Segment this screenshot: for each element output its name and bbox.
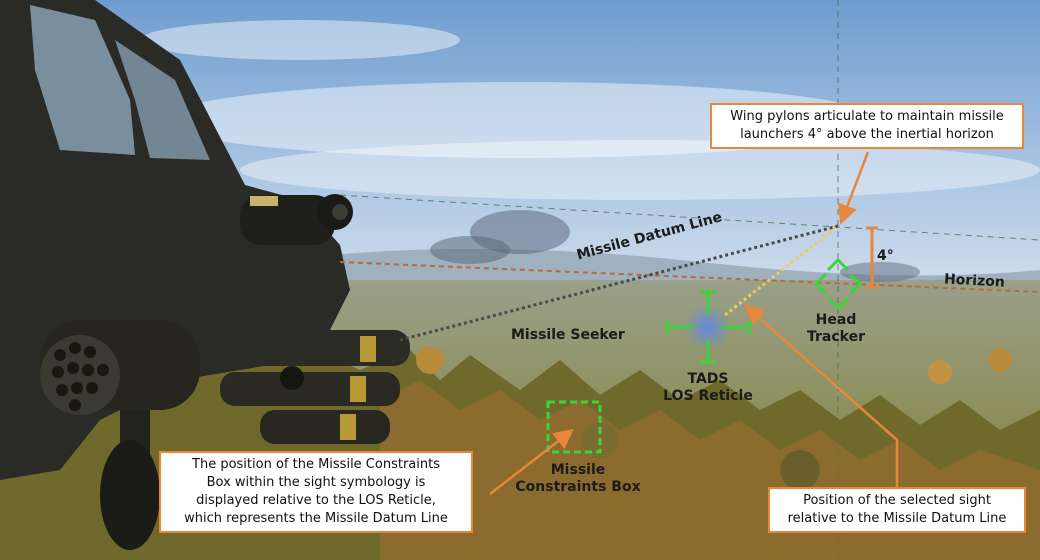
callout-selected-sight: Position of the selected sight relative … xyxy=(768,487,1026,533)
horizon-label: Horizon xyxy=(943,271,1006,291)
callout-constraints-line3: displayed relative to the LOS Reticle, xyxy=(196,493,436,508)
cloud xyxy=(140,20,460,60)
callout-constraints-line1: The position of the Missile Constraints xyxy=(192,457,440,472)
helicopter-canopy xyxy=(30,5,135,155)
callout-arrow-constraints xyxy=(489,428,574,495)
stripe xyxy=(250,196,278,206)
tree xyxy=(928,360,952,384)
tree xyxy=(416,346,444,374)
missile-constraints-box-label: Missile Constraints Box xyxy=(510,462,646,496)
callout-arrow-wing-pylons xyxy=(838,151,870,225)
upper-reference-line xyxy=(339,194,1040,241)
tads-label-line1: TADS xyxy=(687,371,729,387)
callout-wing-pylons-line2: launchers 4° above the inertial horizon xyxy=(740,127,994,142)
head-tracker-symbol xyxy=(813,257,863,311)
callout-wing-pylons-line1: Wing pylons articulate to maintain missi… xyxy=(730,109,1004,124)
callout-constraints-line2: Box within the sight symbology is xyxy=(206,475,426,490)
head-tracker-label-line2: Tracker xyxy=(807,329,865,345)
rocket-tubes xyxy=(52,342,109,411)
constraints-label-line2: Constraints Box xyxy=(515,479,641,495)
cloud xyxy=(240,140,1040,200)
four-degree-label: 4° xyxy=(877,248,894,264)
constraints-label-line1: Missile xyxy=(550,462,606,478)
cloud xyxy=(160,82,880,158)
callout-constraints-box: The position of the Missile Constraints … xyxy=(159,451,473,533)
tads-los-reticle xyxy=(665,290,751,364)
callout-constraints-line4: which represents the Missile Datum Line xyxy=(184,511,448,526)
callout-wing-pylons: Wing pylons articulate to maintain missi… xyxy=(710,103,1024,149)
tads-los-reticle-label: TADS LOS Reticle xyxy=(655,371,761,405)
head-tracker-label-line1: Head xyxy=(815,312,857,328)
helicopter-chin xyxy=(240,195,335,245)
helicopter-canopy xyxy=(115,40,210,160)
landing-wheel xyxy=(100,440,160,550)
missile-constraints-box xyxy=(546,400,602,454)
tads-label-line2: LOS Reticle xyxy=(663,388,753,404)
hellfire-missiles xyxy=(200,330,410,444)
callout-sight-line1: Position of the selected sight xyxy=(803,493,991,508)
smoke-plume xyxy=(840,262,920,282)
callout-sight-line2: relative to the Missile Datum Line xyxy=(787,511,1007,526)
head-tracker-label: Head Tracker xyxy=(804,312,868,346)
tree xyxy=(780,450,820,490)
missile-seeker-label: Missile Seeker xyxy=(511,327,625,343)
tree xyxy=(988,348,1012,372)
tads-lens xyxy=(332,204,348,220)
callout-arrow-sight xyxy=(744,304,899,488)
tads-reticle-glow xyxy=(684,303,732,351)
smoke-plume xyxy=(430,236,510,264)
